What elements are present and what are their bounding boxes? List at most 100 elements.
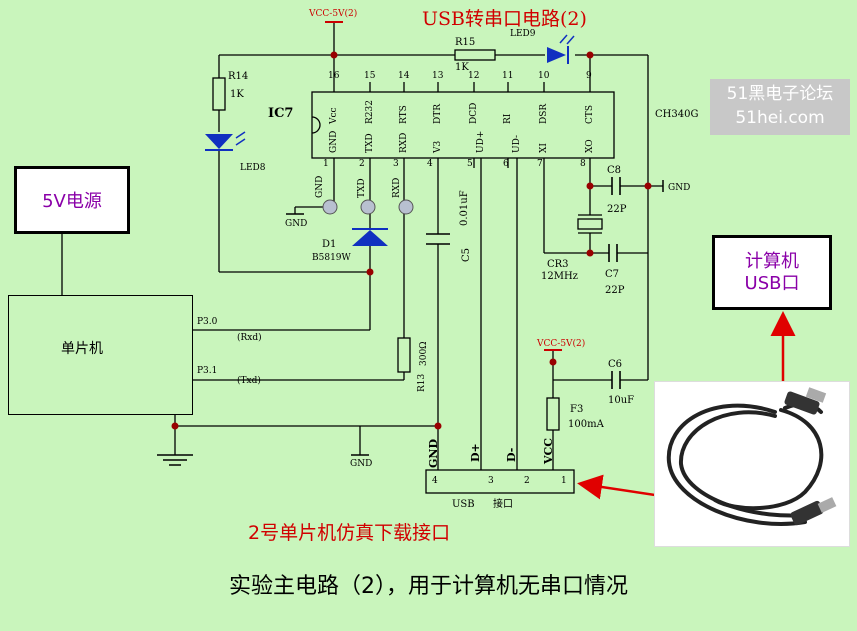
p31-signal: (Txd) <box>237 376 261 386</box>
usb-port-label: 接口 <box>493 499 513 510</box>
usb-cable-drawing <box>666 387 837 526</box>
pin-name: RXD <box>399 132 409 153</box>
cr3-label: CR3 <box>547 259 569 270</box>
pin-num: 6 <box>503 159 509 169</box>
r14-value: 1K <box>230 89 244 100</box>
c8-value: 22P <box>607 204 627 215</box>
capacitor-icon <box>608 244 618 262</box>
usb-pin-num: 3 <box>488 476 494 486</box>
usb-gnd-label: GND <box>427 439 440 468</box>
pin-num: 9 <box>586 71 592 81</box>
usb-vcc-label: VCC <box>542 437 555 464</box>
ic-part: CH340G <box>655 109 699 120</box>
pin-name: DCD <box>469 102 479 124</box>
mcu-box: 单片机 <box>8 295 193 415</box>
mcu-label: 单片机 <box>61 341 103 357</box>
capacitor-icon <box>426 233 450 245</box>
ground-icon <box>157 454 193 466</box>
page-title: USB转串口电路(2) <box>422 8 587 30</box>
c7-label: C7 <box>605 269 620 280</box>
cr3-value: 12MHz <box>541 271 578 282</box>
led-icon <box>205 131 246 151</box>
pin-name: XO <box>585 139 595 153</box>
pin-name: Vcc <box>329 107 339 124</box>
pin-num: 11 <box>502 71 514 81</box>
capacitor-icon <box>611 177 621 195</box>
pin-name: XI <box>539 143 549 153</box>
pin-name: TXD <box>365 133 375 153</box>
usb-dminus-label: D- <box>505 447 518 462</box>
usb-dplus-label: D+ <box>469 443 482 462</box>
pin-name: DTR <box>433 104 443 124</box>
c8-label: C8 <box>607 165 622 176</box>
usb-name: USB <box>452 499 475 510</box>
led9-label: LED9 <box>510 29 536 39</box>
pin-num: 12 <box>468 71 480 81</box>
test-point-rxd <box>398 199 414 215</box>
c5-value: 0.01uF <box>459 190 470 226</box>
gnd-label: GND <box>350 459 373 469</box>
c6-value: 10uF <box>608 395 635 406</box>
pin-num: 2 <box>359 159 365 169</box>
r13-value: 300Ω <box>419 341 429 366</box>
power-supply-box: 5V电源 <box>14 166 130 234</box>
pin-num: 16 <box>328 71 340 81</box>
pin-name: V3 <box>433 140 443 153</box>
pin-num: 4 <box>427 159 433 169</box>
p31-label: P3.1 <box>197 366 218 376</box>
watermark-line2: 51hei.com <box>735 108 825 128</box>
ic-body <box>311 91 615 159</box>
pin-name: UD- <box>512 134 522 153</box>
pin-name: RI <box>503 113 513 124</box>
resistor-icon <box>212 77 226 111</box>
pin-num: 7 <box>537 159 543 169</box>
pin-name: R232 <box>365 100 375 124</box>
p30-label: P3.0 <box>197 317 218 327</box>
crystal-icon <box>577 214 603 234</box>
c6-label: C6 <box>608 359 623 370</box>
pc-label: 计算机 <box>745 250 799 272</box>
resistor-icon <box>397 337 411 373</box>
f3-label: F3 <box>570 404 584 415</box>
pin-name: GND <box>329 130 339 153</box>
c7-value: 22P <box>605 285 625 296</box>
r15-value: 1K <box>455 62 469 73</box>
p30-signal: (Rxd) <box>237 333 262 343</box>
r14-label: R14 <box>228 71 249 82</box>
usb-connector <box>425 469 575 494</box>
c5-label: C5 <box>461 247 472 262</box>
pc-usb-box: 计算机 USB口 <box>712 235 832 310</box>
test-point-txd <box>360 199 376 215</box>
r15-label: R15 <box>455 37 476 48</box>
vcc-label: VCC-5V(2) <box>309 9 358 19</box>
figure-caption: 实验主电路（2），用于计算机无串口情况 <box>229 574 628 599</box>
pin-num: 14 <box>398 71 410 81</box>
pin-name: DSR <box>539 103 549 124</box>
pin-num: 10 <box>538 71 550 81</box>
pin-num: 1 <box>323 159 329 169</box>
usb-pin-num: 1 <box>561 476 567 486</box>
pin-num: 15 <box>364 71 376 81</box>
d1-label: D1 <box>322 239 337 250</box>
pin-num: 3 <box>393 159 399 169</box>
led-icon <box>547 34 575 64</box>
gnd-label: GND <box>668 183 691 193</box>
junction-dots <box>171 51 652 430</box>
pin-name: CTS <box>585 104 595 124</box>
diode-icon <box>352 228 388 246</box>
usb-pin-num: 4 <box>432 476 438 486</box>
pin-name: RTS <box>399 105 409 124</box>
gnd-testpoint-label: GND <box>315 175 325 198</box>
pin-name: UD+ <box>476 130 486 153</box>
vcc-label: VCC-5V(2) <box>537 339 586 349</box>
pin-num: 5 <box>467 159 473 169</box>
ic-notch <box>311 116 321 134</box>
test-point-gnd <box>322 199 338 215</box>
gnd-label: GND <box>285 219 308 229</box>
pc-usb-label: USB口 <box>744 272 800 294</box>
r13-label: R13 <box>417 373 427 392</box>
capacitor-icon <box>611 371 621 389</box>
resistor-icon <box>454 49 496 61</box>
d1-part: B5819W <box>312 253 351 263</box>
